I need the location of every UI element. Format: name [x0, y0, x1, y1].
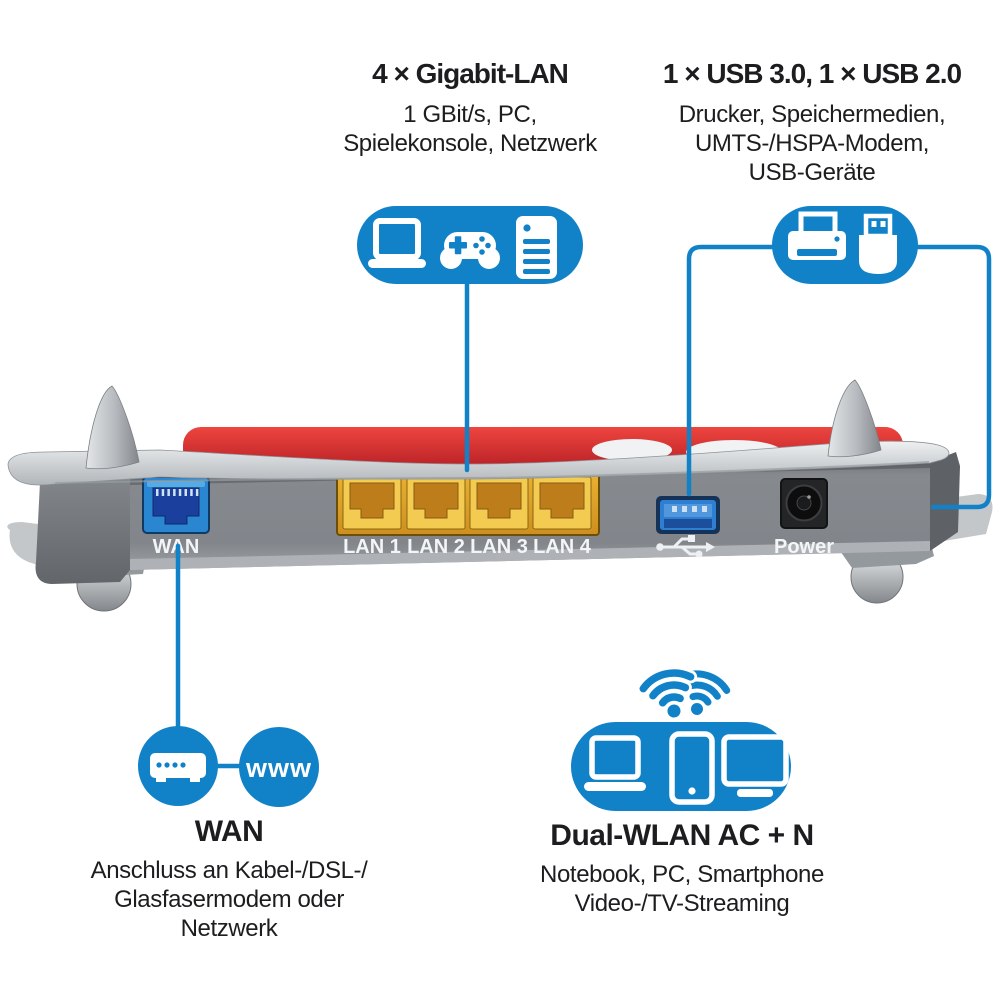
wifi-icon — [636, 666, 731, 722]
right-end-cap — [930, 452, 960, 551]
left-antenna-fin — [85, 385, 140, 470]
lan-port-3 — [469, 476, 529, 530]
lan-callout-line: 1 GBit/s, PC, — [403, 101, 537, 128]
usb-trident-icon — [656, 535, 715, 558]
wan-callout-line: Glasfasermodem oder — [114, 886, 344, 913]
printer-icon — [788, 211, 846, 260]
wan-callout-title: WAN — [194, 815, 264, 848]
laptop-icon — [368, 218, 426, 268]
wan-bubble-group: www — [138, 726, 319, 807]
gamepad-icon — [440, 232, 500, 269]
www-label: www — [245, 753, 312, 783]
usb-callout-line: USB-Geräte — [748, 159, 876, 186]
usb-stick-icon — [859, 213, 897, 274]
lan4-label: LAN 4 — [533, 536, 592, 558]
wlan-callout-description: Notebook, PC, Smartphone Video-/TV-Strea… — [512, 860, 852, 918]
usb3-port — [656, 496, 720, 534]
lan-port-2 — [406, 476, 466, 530]
right-antenna-fin — [827, 379, 882, 458]
usb-callout-line: UMTS-/HSPA-Modem, — [694, 130, 930, 157]
lan-callout-title: 4 × Gigabit-LAN — [372, 58, 569, 89]
usb3-connector-line — [686, 244, 775, 497]
usb-callout-line: Drucker, Speichermedien, — [678, 101, 946, 128]
lan-callout-line: Spielekonsole, Netzwerk — [343, 130, 597, 157]
modem-icon — [150, 753, 206, 782]
lan2-label: LAN 2 — [407, 536, 465, 558]
www-bubble — [239, 727, 319, 807]
usb-callout-description: Drucker, Speichermedien, UMTS-/HSPA-Mode… — [647, 100, 977, 187]
usb-callout-pill — [772, 206, 918, 284]
lan-ports — [336, 471, 600, 536]
wlan-callout-line: Notebook, PC, Smartphone — [540, 861, 824, 888]
wan-callout-line: Anschluss an Kabel-/DSL-/ — [90, 857, 368, 884]
top-button — [592, 439, 672, 461]
nas-server-icon — [516, 216, 557, 279]
notebook-icon — [584, 735, 646, 791]
wlan-callout-pill — [571, 722, 791, 811]
lan1-label: LAN 1 — [343, 536, 401, 558]
lan-port-1 — [342, 476, 402, 530]
wan-callout-line: Netzwerk — [180, 915, 278, 942]
tv-icon — [721, 734, 789, 797]
lan3-label: LAN 3 — [470, 536, 528, 558]
wlan-callout-title: Dual-WLAN AC + N — [550, 819, 814, 852]
lan-callout-description: 1 GBit/s, PC, Spielekonsole, Netzwerk — [320, 100, 620, 158]
lan-port-4 — [532, 476, 592, 530]
lan-callout-pill — [357, 206, 583, 284]
power-label: Power — [774, 536, 834, 558]
deck-edge-shadow — [54, 461, 930, 484]
power-jack — [780, 478, 828, 529]
wlan-callout-line: Video-/TV-Streaming — [574, 890, 790, 917]
wan-port — [142, 476, 210, 534]
usb2-connector-line — [915, 244, 992, 510]
wan-callout-description: Anschluss an Kabel-/DSL-/ Glasfasermodem… — [44, 856, 414, 943]
router-back-panel: WAN LAN 1 LAN 2 LAN 3 LAN 4 — [7, 379, 993, 612]
left-end-cap — [35, 476, 130, 584]
usb-callout-title: 1 × USB 3.0, 1 × USB 2.0 — [662, 58, 962, 89]
smartphone-icon — [669, 731, 715, 805]
